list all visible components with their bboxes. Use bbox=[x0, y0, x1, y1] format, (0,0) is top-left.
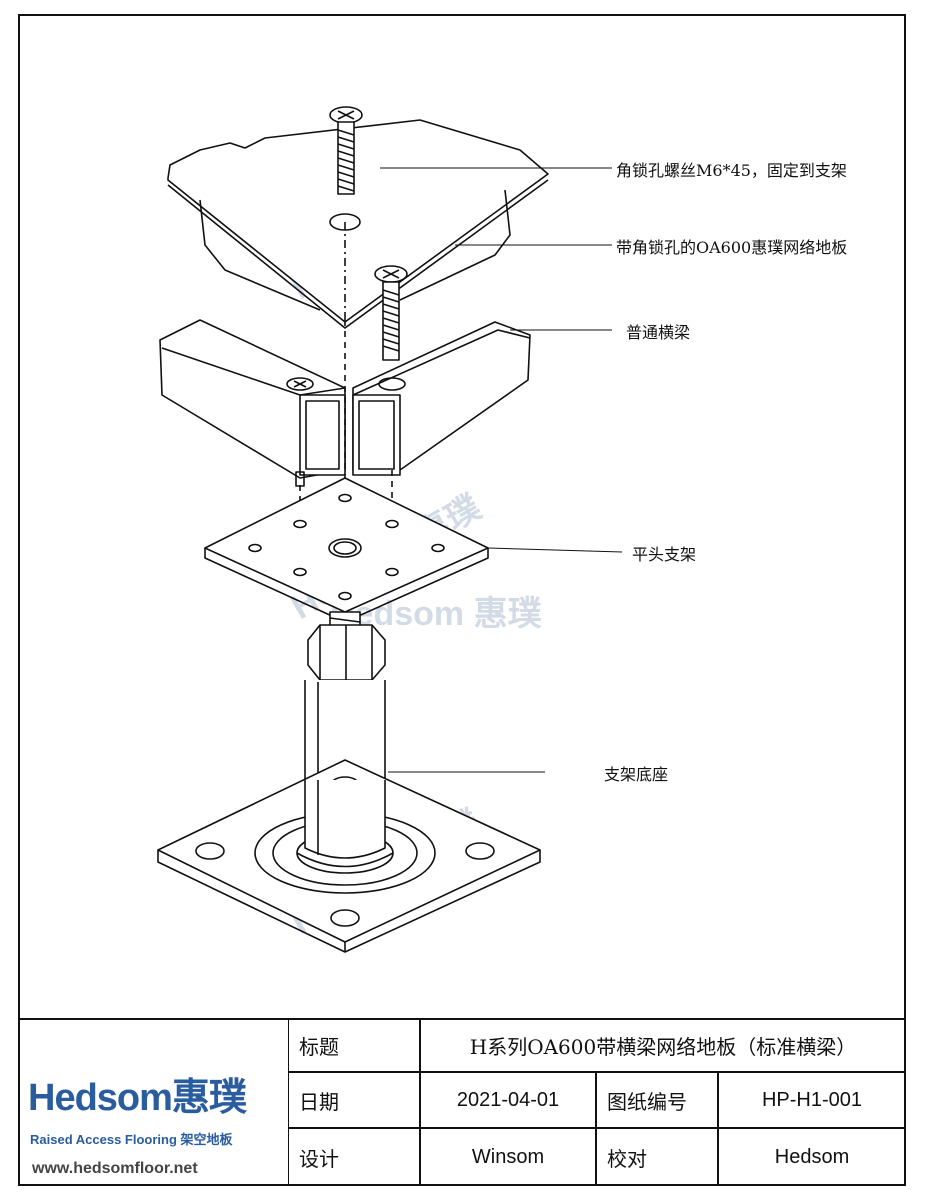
exploded-assembly-drawing: Hedsom 惠璞 Hedsom 惠璞 Hedsom 惠璞 Hedsom 惠璞 bbox=[157, 106, 623, 953]
stringer-right bbox=[352, 321, 531, 476]
check-label: 校对 bbox=[596, 1128, 718, 1186]
title-value: H系列OA600带横梁网络地板（标准横梁） bbox=[420, 1018, 906, 1072]
title-label: 标题 bbox=[288, 1018, 420, 1072]
company-logo: Hedsom惠璞 bbox=[28, 1077, 247, 1119]
threaded-stem-nut bbox=[307, 611, 386, 681]
stringer-left bbox=[159, 319, 346, 487]
drawing-no-value: HP-H1-001 bbox=[718, 1072, 906, 1128]
floor-panel bbox=[167, 119, 549, 329]
callout-flat-head: 平头支架 bbox=[632, 545, 697, 564]
check-value: Hedsom bbox=[718, 1128, 906, 1186]
design-label: 设计 bbox=[288, 1128, 420, 1186]
title-block-divider bbox=[18, 1018, 906, 1020]
pedestal-base bbox=[157, 759, 541, 953]
date-value: 2021-04-01 bbox=[420, 1072, 596, 1128]
design-value: Winsom bbox=[420, 1128, 596, 1186]
leader-lines bbox=[380, 167, 623, 773]
callout-screw: 角锁孔螺丝M6*45，固定到支架 bbox=[616, 161, 847, 180]
callout-stringer: 普通横梁 bbox=[626, 323, 691, 342]
company-url: www.hedsomfloor.net bbox=[32, 1160, 198, 1177]
date-label: 日期 bbox=[288, 1072, 420, 1128]
drawing-no-label: 图纸编号 bbox=[596, 1072, 718, 1128]
callout-floor-panel: 带角锁孔的OA600惠璞网络地板 bbox=[616, 238, 848, 257]
corner-screw-2 bbox=[374, 265, 408, 361]
corner-screw-1 bbox=[329, 106, 363, 195]
callout-base: 支架底座 bbox=[604, 765, 669, 784]
company-tagline: Raised Access Flooring 架空地板 bbox=[30, 1132, 233, 1147]
